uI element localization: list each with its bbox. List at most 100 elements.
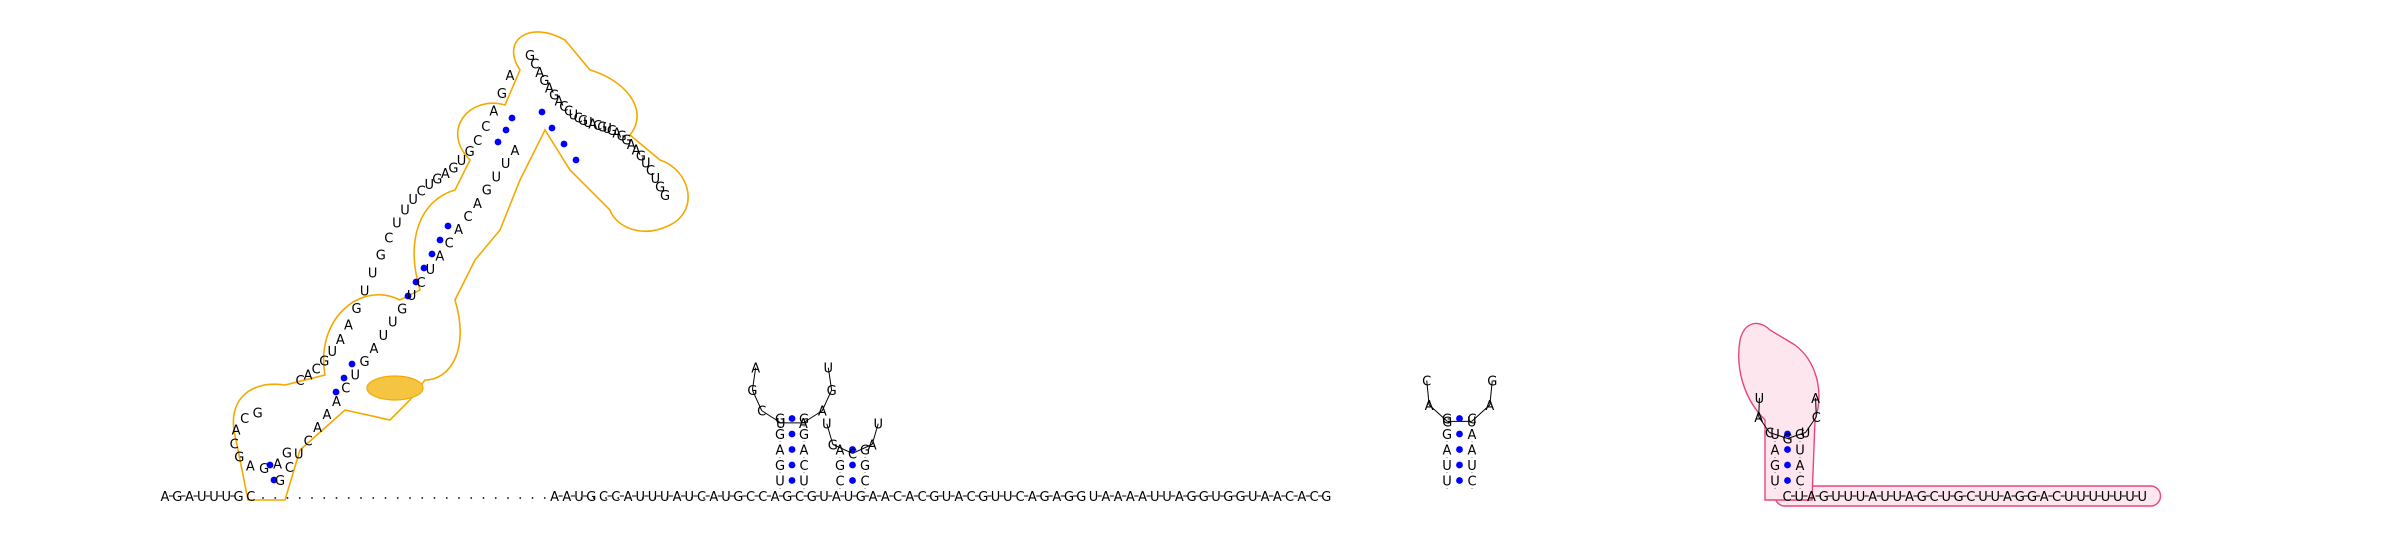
domain-base: C	[312, 362, 321, 377]
segment-base: A	[1126, 490, 1135, 505]
tail-base: U	[1856, 490, 1866, 505]
segment-base: A	[1101, 490, 1110, 505]
base-pair-dot	[444, 222, 452, 230]
segment-base: C	[697, 490, 706, 505]
hairpin-3-base: C	[1467, 413, 1476, 428]
base-pair-dot	[340, 374, 348, 382]
hairpin-2-base: G	[860, 459, 870, 474]
base-pair-dot	[788, 430, 796, 438]
tail-base: U	[2137, 490, 2147, 505]
domain-base: A	[588, 118, 597, 133]
domain-base: A	[627, 138, 636, 153]
base-pair-dot	[270, 476, 278, 484]
gap-dot	[396, 497, 399, 499]
base-pair-dot	[1456, 461, 1463, 469]
hairpin-3-loop-base: U	[1467, 415, 1477, 430]
loop-link	[1758, 416, 1770, 433]
hairpin-1-loop-base: A	[751, 362, 760, 377]
loop-link	[803, 410, 823, 424]
hairpin-3-loop-base: C	[1422, 375, 1431, 390]
tail-base: U	[1978, 490, 1988, 505]
domain-base: A	[313, 421, 322, 436]
segment-base: A	[1114, 490, 1123, 505]
domain-base: U	[569, 108, 579, 123]
base-pair-dot	[788, 415, 796, 422]
domain-base: U	[424, 178, 434, 193]
gap-dot	[556, 497, 558, 499]
base-pair-dot	[538, 108, 546, 116]
segment-base: A	[1261, 490, 1270, 505]
segment-base: U	[660, 490, 670, 505]
hairpin-pink-loop-base: C	[1765, 426, 1774, 441]
gap-dot	[654, 497, 656, 499]
segment-base: A	[1297, 490, 1306, 505]
domain-base: U	[368, 266, 378, 281]
domain-base: A	[232, 423, 241, 438]
segment-base: A	[550, 490, 559, 505]
base-pair-dot	[548, 124, 556, 132]
segment-base: A	[832, 490, 841, 505]
gap-dot	[323, 497, 326, 499]
gap-dot	[433, 497, 436, 499]
domain-base: G	[597, 120, 607, 135]
domain-base: G	[525, 49, 535, 64]
domain-base: A	[454, 223, 463, 238]
base-pair-dot	[428, 250, 436, 258]
hairpin-2-loop-base: C	[848, 447, 857, 462]
loop-link	[1805, 416, 1817, 433]
domain-base: U	[491, 170, 501, 185]
hairpin-1-loop-base: U	[776, 417, 786, 432]
gap-dot	[286, 497, 289, 499]
domain-base: A	[545, 82, 554, 97]
segment-base: A	[905, 490, 914, 505]
domain-base: C	[564, 105, 573, 120]
domain-base: C	[463, 210, 472, 225]
tail-base: U	[2064, 490, 2074, 505]
gap-dot	[445, 497, 448, 499]
gap-dot	[262, 497, 264, 499]
loop-link	[1769, 432, 1788, 439]
domain-base: A	[304, 369, 313, 384]
domain-base: G	[655, 180, 665, 195]
domain-base: G	[253, 406, 263, 421]
segment-base: U	[819, 490, 829, 505]
segment-base: C	[1016, 490, 1025, 505]
segment-base: U	[685, 490, 695, 505]
gap-dot	[494, 497, 497, 499]
loop-link	[871, 423, 879, 445]
domain-base: G	[351, 302, 361, 317]
tail-base: C	[1782, 490, 1791, 505]
hairpin-1-base: U	[775, 475, 785, 490]
segment-base: C	[893, 490, 902, 505]
segment-base: G	[1040, 490, 1050, 505]
domain-base: G	[482, 184, 492, 199]
gap-dot	[617, 497, 620, 499]
loop-link	[821, 389, 833, 411]
domain-base: A	[441, 167, 450, 182]
base-pair-dot	[788, 461, 796, 469]
tail-base: U	[2101, 490, 2111, 505]
hairpin-2-base: G	[860, 444, 870, 459]
tail-base: C	[1929, 490, 1938, 505]
segment-base: A	[1175, 490, 1184, 505]
hairpin-3-loop-base: A	[1485, 399, 1494, 414]
loop-link	[826, 423, 834, 445]
base-pair-dot	[404, 292, 412, 300]
hairpin-2-loop-base: U	[822, 418, 832, 433]
tail-base: G	[1953, 490, 1963, 505]
gap-dot	[580, 497, 583, 499]
domain-base: U	[651, 172, 661, 187]
base-pair-layer	[266, 108, 1791, 484]
hairpin-3-base: A	[1443, 444, 1452, 459]
segment-base: A	[1138, 490, 1147, 505]
domain-base: C	[240, 412, 249, 427]
segment-base: U	[574, 490, 584, 505]
segment-base: U	[1162, 490, 1172, 505]
segment-base: A	[709, 490, 718, 505]
hairpin-1-base: A	[776, 444, 785, 459]
domain-base: A	[632, 143, 641, 158]
base-pair-dot	[849, 461, 856, 469]
domain-base: G	[448, 161, 458, 176]
